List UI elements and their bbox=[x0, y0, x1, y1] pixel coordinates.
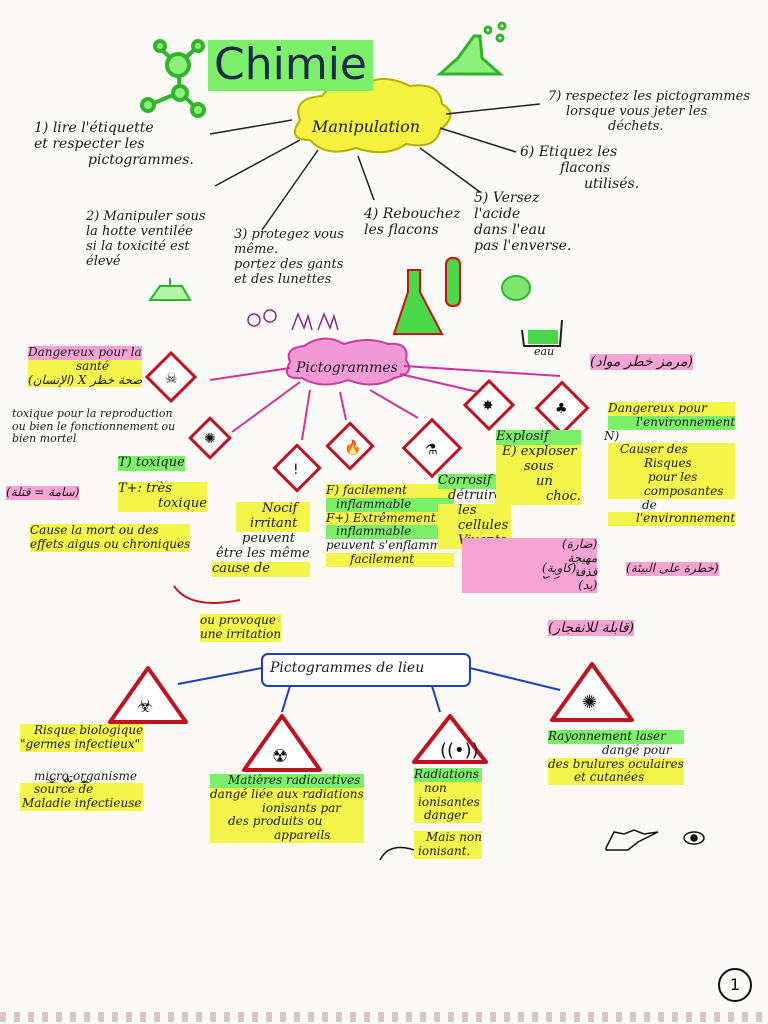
flammable-pictogram bbox=[325, 421, 375, 471]
svg-text:⚗: ⚗ bbox=[425, 442, 438, 458]
erlenmeyer-flask-icon bbox=[392, 257, 461, 335]
pictogrammes-cloud bbox=[286, 337, 410, 386]
corrosif: Corrosif détruire les cellules Vivants. bbox=[438, 473, 511, 549]
explosif: Explosif E) exploser sous un choc. bbox=[496, 429, 581, 505]
radioactive-triangle bbox=[242, 714, 322, 772]
arabic-explosif: (قابلة للانفجار) bbox=[548, 620, 635, 637]
page-edge-ticks bbox=[0, 1012, 768, 1022]
page-title: Chimie bbox=[208, 39, 373, 91]
health-hazard-pictogram bbox=[188, 416, 232, 460]
laser-triangle bbox=[550, 662, 634, 722]
arabic-pictogrammes: (مرمز خطر مواد) bbox=[590, 354, 694, 371]
manipulation-label: Manipulation bbox=[312, 117, 421, 136]
lieu-label: Pictogrammes de lieu bbox=[270, 660, 425, 676]
arabic-nocif: (ضارة) مهيجة قذفة حراق (يد) bbox=[462, 537, 598, 594]
molecule-icon bbox=[140, 39, 206, 118]
biohazard-triangle bbox=[108, 666, 188, 724]
lieu-radio: Matières radioactives dangé liée aux rad… bbox=[210, 773, 364, 843]
svg-text:☣: ☣ bbox=[137, 696, 153, 717]
svg-text:☢: ☢ bbox=[272, 746, 288, 767]
page-number: 1 bbox=[718, 968, 752, 1002]
non-ionizing-triangle bbox=[412, 714, 488, 764]
dangereux-sante: Dangereux pour la santé (الإنسان) X صحة … bbox=[28, 345, 143, 388]
hand-eye-icon bbox=[605, 829, 705, 851]
svg-text:🔥: 🔥 bbox=[344, 439, 361, 456]
arabic-corrosif: (كاوية) bbox=[542, 561, 577, 576]
svg-text:♣: ♣ bbox=[555, 401, 568, 417]
flask-icon bbox=[436, 21, 507, 76]
inflammable: F) facilement inflammable F+) Extrêmemen… bbox=[326, 483, 454, 567]
nocif: Nocif irritant peuvent être les même cau… bbox=[212, 501, 310, 577]
svg-text:✺: ✺ bbox=[204, 431, 216, 447]
pictogrammes-arrows bbox=[209, 365, 561, 441]
environnement: Dangereux pour l'environnement N) Causer… bbox=[604, 401, 736, 527]
arabic-environnement: (خطرة على البيئة) bbox=[626, 561, 719, 576]
corrosive-pictogram bbox=[401, 417, 463, 479]
explosive-pictogram bbox=[462, 378, 516, 432]
lieu-laser: Rayonnement laser dangé pour des brulure… bbox=[548, 729, 684, 786]
environment-pictogram bbox=[534, 380, 590, 436]
pictogrammes-label: Pictogrammes bbox=[296, 360, 398, 376]
svg-text:✺: ✺ bbox=[582, 692, 597, 713]
t-toxique: T) toxique bbox=[118, 455, 185, 471]
pouring-acid-icon bbox=[501, 275, 563, 347]
svg-text:!: ! bbox=[293, 462, 299, 478]
lieu-box bbox=[261, 653, 471, 687]
eau-label: eau bbox=[534, 345, 555, 358]
curved-arrow bbox=[173, 585, 241, 604]
glasses-gloves-icon bbox=[247, 309, 339, 331]
lieu-bio: Risque biologique "germes infectieux" mi… bbox=[20, 723, 144, 811]
svg-text:((•)): ((•)) bbox=[440, 740, 479, 761]
lieu-nonion: Radiations non ionisantes danger Mais no… bbox=[414, 767, 482, 859]
manipulation-arrows bbox=[209, 103, 541, 231]
fume-hood-icon bbox=[148, 278, 192, 301]
tplus-ar: (سامة = قتلة) bbox=[6, 485, 80, 500]
svg-text:☠: ☠ bbox=[165, 371, 178, 387]
svg-text:✸: ✸ bbox=[482, 398, 494, 414]
irritant-pictogram bbox=[272, 443, 322, 493]
lieu-arrows bbox=[177, 667, 561, 713]
toxic-pictogram bbox=[144, 350, 198, 404]
